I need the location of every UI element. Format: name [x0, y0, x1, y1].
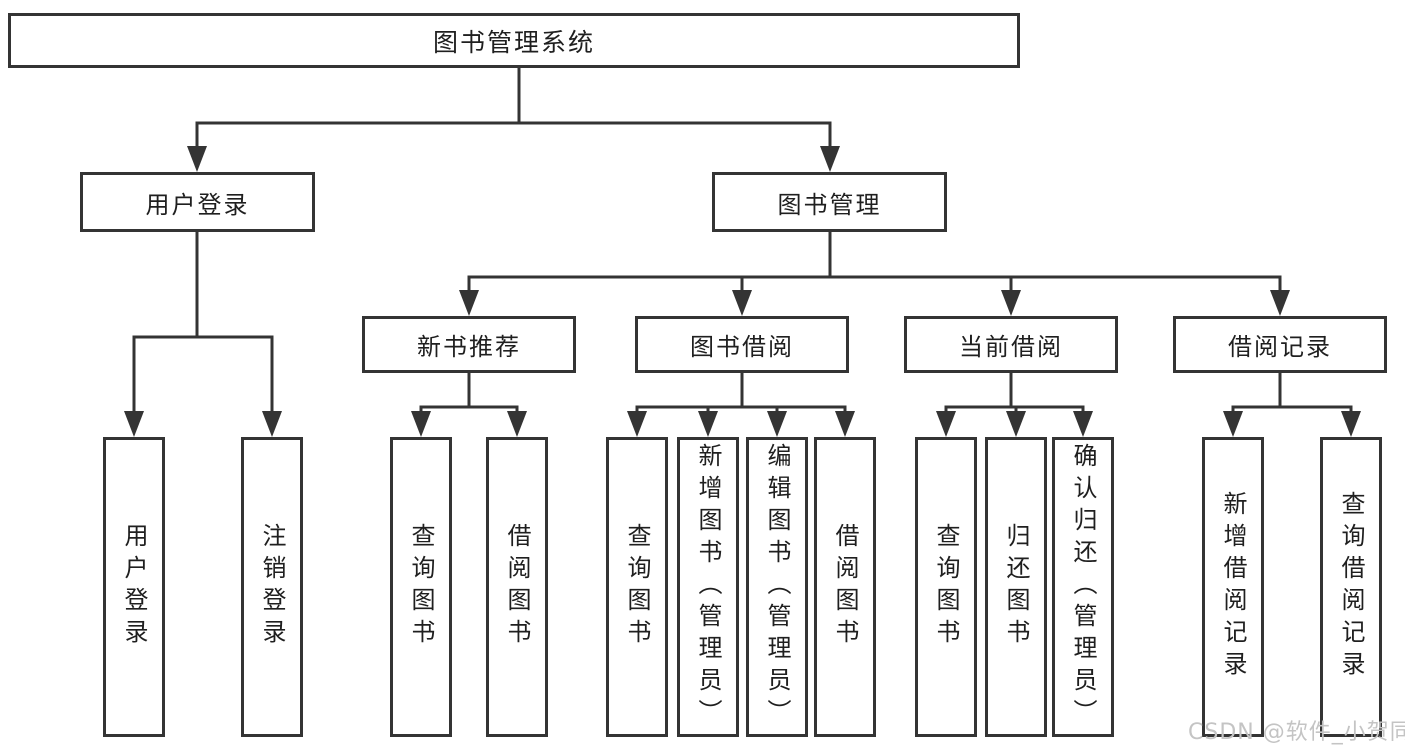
- connector-group-new-book: [419, 373, 519, 414]
- leaf-borrow-query: 查询图书: [606, 437, 668, 737]
- leaf-record-add: 新增借阅记录: [1202, 437, 1264, 737]
- leaf-current-query: 查询图书: [915, 437, 977, 737]
- leaf-record-add-label: 新增借阅记录: [1219, 491, 1247, 683]
- node-book-management: 图书管理: [712, 172, 947, 232]
- leaf-user-login: 用户登录: [103, 437, 165, 737]
- node-borrow-records: 借阅记录: [1173, 316, 1387, 373]
- leaf-borrow-book-label: 借阅图书: [831, 523, 859, 651]
- leaf-current-return-label: 归还图书: [1002, 523, 1030, 651]
- leaf-current-return: 归还图书: [985, 437, 1047, 737]
- leaf-record-query-label: 查询借阅记录: [1337, 491, 1365, 683]
- leaf-current-confirm-admin: 确认归还（管理员）: [1052, 437, 1114, 737]
- node-new-book-recommend: 新书推荐: [362, 316, 576, 373]
- leaf-newbook-query-label: 查询图书: [407, 523, 435, 651]
- leaf-borrow-query-label: 查询图书: [623, 523, 651, 651]
- leaf-newbook-borrow: 借阅图书: [486, 437, 548, 737]
- leaf-borrow-book: 借阅图书: [814, 437, 876, 737]
- leaf-current-query-label: 查询图书: [932, 523, 960, 651]
- connector-group-borrow-records: [1231, 373, 1353, 414]
- leaf-borrow-edit-admin-label: 编辑图书（管理员）: [763, 443, 791, 731]
- watermark: CSDN @软件_小贺同学: [1188, 720, 1405, 745]
- connector-group-book-management: [467, 232, 1282, 294]
- connector-group-current-borrow: [944, 373, 1085, 414]
- leaf-logout: 注销登录: [241, 437, 303, 737]
- node-book-borrow: 图书借阅: [635, 316, 849, 373]
- leaf-borrow-edit-admin: 编辑图书（管理员）: [746, 437, 808, 737]
- leaf-borrow-add-admin: 新增图书（管理员）: [677, 437, 739, 737]
- leaf-newbook-borrow-label: 借阅图书: [503, 523, 531, 651]
- leaf-logout-label: 注销登录: [258, 523, 286, 651]
- leaf-user-login-label: 用户登录: [120, 523, 148, 651]
- connector-group-user-login: [132, 232, 274, 414]
- leaf-newbook-query: 查询图书: [390, 437, 452, 737]
- leaf-borrow-add-admin-label: 新增图书（管理员）: [694, 443, 722, 731]
- leaf-current-confirm-admin-label: 确认归还（管理员）: [1069, 443, 1097, 731]
- node-user-login: 用户登录: [80, 172, 315, 232]
- node-system-root: 图书管理系统: [8, 13, 1020, 68]
- node-current-borrow: 当前借阅: [904, 316, 1118, 373]
- connector-group-root: [195, 68, 832, 168]
- arrowheads: [124, 146, 1361, 437]
- connector-group-book-borrow: [635, 373, 847, 414]
- leaf-record-query: 查询借阅记录: [1320, 437, 1382, 737]
